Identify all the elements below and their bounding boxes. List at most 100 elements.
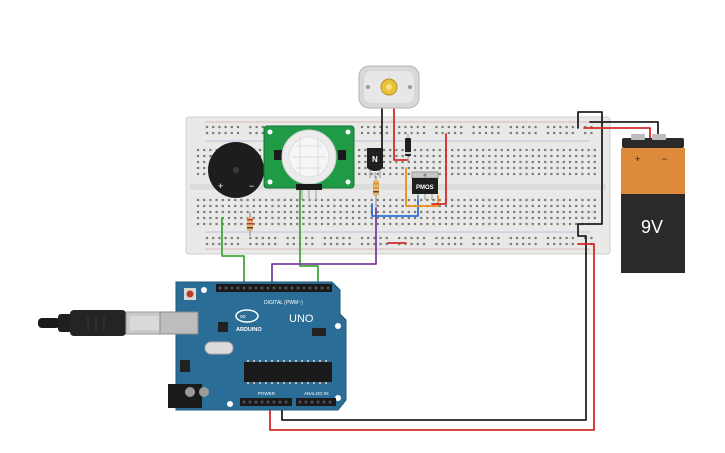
hole (500, 222, 503, 226)
hole (265, 216, 268, 220)
hole (416, 236, 419, 240)
hole (376, 172, 379, 176)
hole (519, 204, 522, 208)
dc-motor[interactable] (358, 65, 420, 109)
hole (339, 204, 342, 208)
hole (252, 204, 255, 208)
hole (313, 360, 315, 362)
hole (265, 210, 268, 214)
hole (370, 216, 373, 220)
hole (313, 382, 315, 384)
hole (494, 216, 497, 220)
hole (500, 198, 503, 202)
hole (252, 198, 255, 202)
wire-battery-red[interactable] (583, 127, 651, 141)
hole (410, 131, 413, 135)
hole (401, 222, 404, 226)
pmos-transistor[interactable]: PMOS (411, 171, 439, 200)
hole (277, 382, 279, 384)
hole (500, 148, 503, 152)
hole (314, 216, 317, 220)
wire-pmos-red[interactable] (431, 133, 447, 205)
hole (562, 210, 565, 214)
piezo-buzzer[interactable]: + − (208, 142, 264, 198)
pir-sensor[interactable] (263, 125, 355, 200)
hole (500, 166, 503, 170)
hole (290, 286, 294, 290)
hole (401, 216, 404, 220)
hole (234, 216, 237, 220)
hole (438, 204, 441, 208)
hole (289, 222, 293, 226)
hole (398, 236, 401, 240)
wire-battery-black[interactable] (281, 111, 603, 421)
hole (463, 210, 466, 214)
hole (553, 236, 556, 240)
hole (398, 125, 401, 129)
wire-motor-red[interactable] (393, 107, 409, 161)
hole (265, 382, 267, 384)
hole (274, 236, 277, 240)
hole (302, 198, 305, 202)
hole (283, 222, 286, 226)
npn-transistor[interactable]: N (367, 148, 383, 178)
hole (420, 166, 423, 170)
hole (534, 131, 537, 135)
hole (230, 236, 233, 240)
diode[interactable] (405, 134, 411, 162)
hole (351, 216, 355, 220)
arduino-uno[interactable]: DIGITAL (PWM~) ∞ ARDUINO UNO POWER ANALO… (159, 281, 347, 411)
hole (463, 160, 466, 164)
hole (296, 204, 299, 208)
wire-orange[interactable] (405, 167, 439, 207)
hole (531, 154, 534, 158)
hole (447, 242, 450, 246)
hole (255, 131, 258, 135)
pmos-label: PMOS (416, 185, 434, 191)
hole (310, 400, 314, 404)
wire-purple[interactable] (271, 207, 377, 289)
hole (488, 154, 491, 158)
hole (513, 160, 516, 164)
wire-green-pir[interactable] (299, 189, 319, 289)
hole (395, 204, 398, 208)
hole (289, 216, 293, 220)
wire-red-return[interactable] (269, 243, 595, 431)
hole (395, 160, 398, 164)
hole (283, 382, 285, 384)
hole (438, 172, 441, 176)
battery-9v[interactable]: + − 9V (621, 134, 685, 273)
hole (438, 216, 441, 220)
hole (283, 360, 285, 362)
hole (274, 242, 277, 246)
hole (506, 154, 510, 158)
hole (311, 236, 314, 240)
hole (252, 210, 255, 214)
hole (420, 154, 423, 158)
hole (286, 236, 289, 240)
hole (389, 166, 392, 170)
hole (358, 222, 361, 226)
hole (593, 204, 596, 208)
hole (556, 160, 559, 164)
hole (327, 222, 330, 226)
wire-green-buzzer[interactable] (221, 217, 245, 289)
hole (382, 172, 386, 176)
resistor-left[interactable] (247, 212, 253, 236)
hole (522, 242, 525, 246)
hole (568, 222, 572, 226)
hole (562, 148, 565, 152)
usb-cable[interactable] (38, 310, 165, 336)
hole (575, 172, 578, 176)
hole (265, 222, 268, 226)
hole (509, 131, 512, 135)
hole (457, 160, 460, 164)
hole (413, 154, 417, 158)
hole (494, 204, 497, 208)
hole (205, 236, 209, 240)
hole (463, 204, 466, 208)
resistor-middle[interactable] (373, 176, 379, 206)
hole (215, 222, 218, 226)
hole (267, 236, 271, 240)
hole (593, 154, 596, 158)
